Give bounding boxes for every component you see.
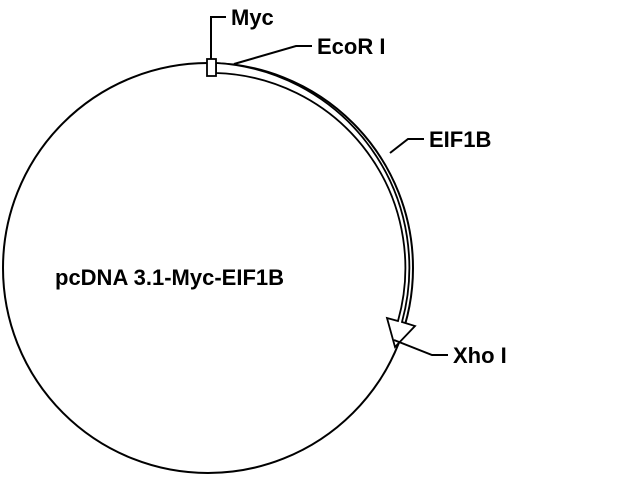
ecori-label: EcoR I [317, 34, 385, 59]
xhoi-label: Xho I [453, 343, 507, 368]
myc-leader-line [210, 16, 226, 59]
eif1b-leader-line [389, 138, 424, 154]
eif1b-label: EIF1B [429, 127, 491, 152]
myc-label: Myc [231, 5, 274, 30]
myc-tag-box [206, 58, 217, 77]
ecori-leader-line [233, 45, 312, 65]
plasmid-name: pcDNA 3.1-Myc-EIF1B [55, 265, 284, 290]
xhoi-leader-line [393, 339, 448, 356]
eif1b-insert-arrow [215, 62, 417, 349]
